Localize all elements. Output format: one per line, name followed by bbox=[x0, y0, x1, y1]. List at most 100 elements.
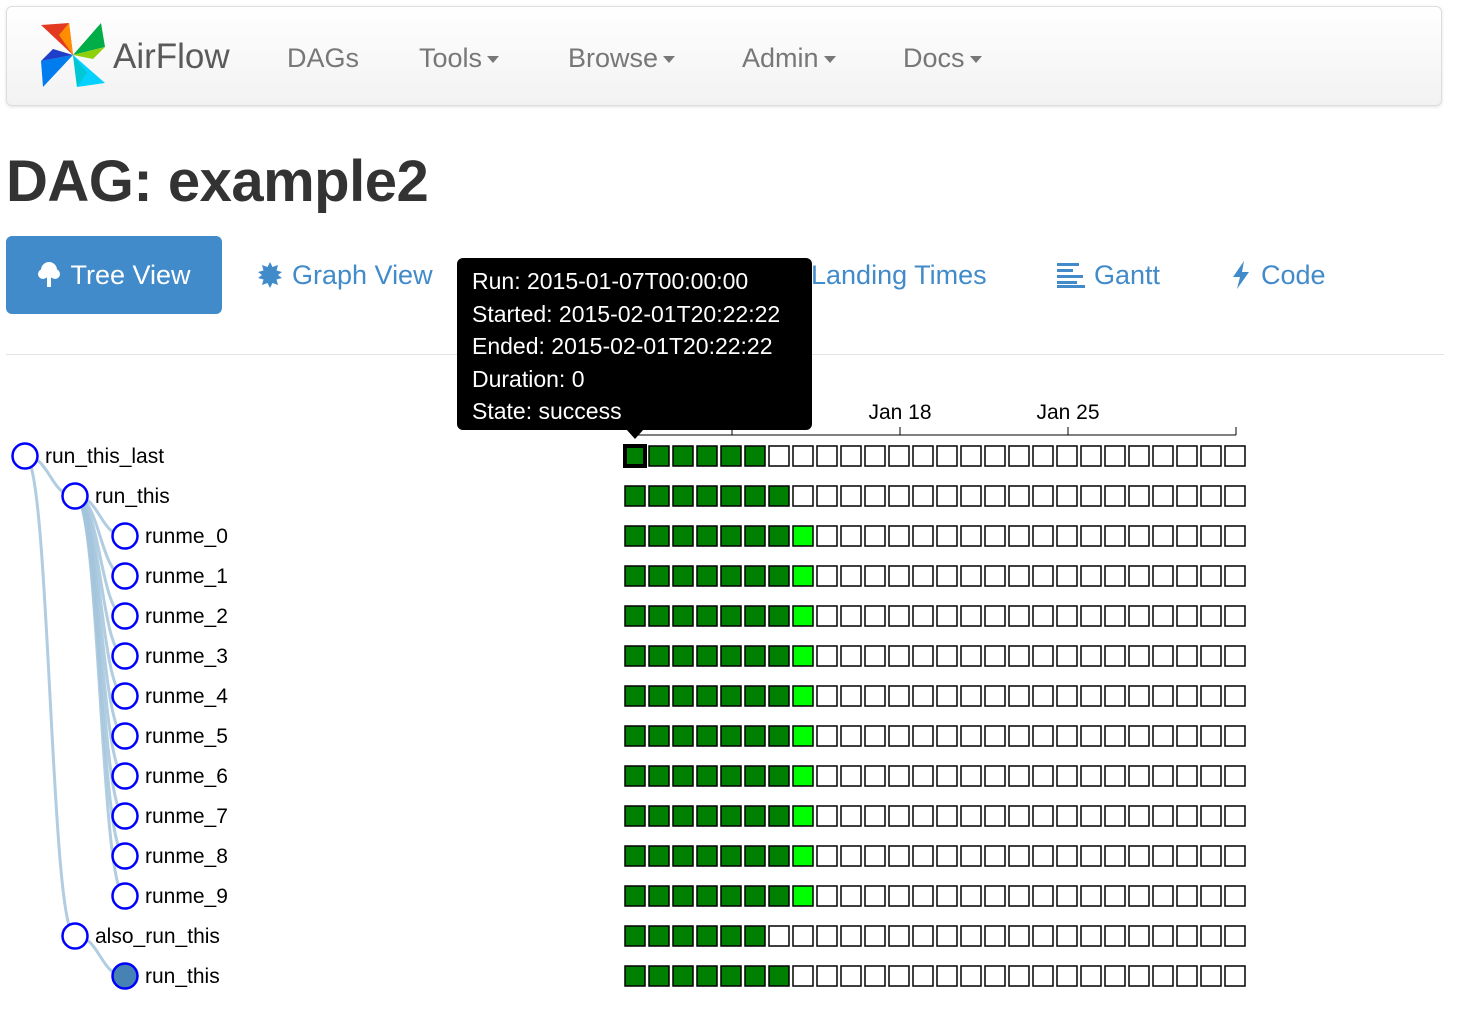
task-instance-square-empty[interactable] bbox=[1176, 445, 1198, 467]
task-instance-square-empty[interactable] bbox=[1200, 565, 1222, 587]
task-instance-square-empty[interactable] bbox=[840, 445, 862, 467]
task-instance-square-success[interactable] bbox=[744, 845, 766, 867]
task-instance-square-empty[interactable] bbox=[984, 445, 1006, 467]
task-instance-square-success[interactable] bbox=[672, 925, 694, 947]
task-instance-square-empty[interactable] bbox=[816, 525, 838, 547]
task-instance-square-empty[interactable] bbox=[1008, 965, 1030, 987]
task-instance-square-empty[interactable] bbox=[960, 845, 982, 867]
task-instance-square-empty[interactable] bbox=[1104, 845, 1126, 867]
task-instance-square-empty[interactable] bbox=[1056, 885, 1078, 907]
task-instance-square-success[interactable] bbox=[768, 805, 790, 827]
task-instance-square-empty[interactable] bbox=[768, 925, 790, 947]
task-instance-square-empty[interactable] bbox=[1080, 725, 1102, 747]
task-instance-square-success[interactable] bbox=[720, 525, 742, 547]
task-instance-square-empty[interactable] bbox=[792, 925, 814, 947]
task-instance-square-empty[interactable] bbox=[984, 725, 1006, 747]
task-instance-square-empty[interactable] bbox=[1176, 725, 1198, 747]
task-instance-square-empty[interactable] bbox=[1200, 805, 1222, 827]
task-instance-square-empty[interactable] bbox=[1152, 925, 1174, 947]
task-instance-square-empty[interactable] bbox=[1032, 765, 1054, 787]
task-instance-square-running[interactable] bbox=[792, 725, 814, 747]
task-instance-square-empty[interactable] bbox=[1152, 845, 1174, 867]
task-instance-square-empty[interactable] bbox=[888, 605, 910, 627]
task-instance-square-empty[interactable] bbox=[1128, 925, 1150, 947]
task-instance-square-empty[interactable] bbox=[1056, 565, 1078, 587]
task-instance-square-success[interactable] bbox=[768, 525, 790, 547]
task-instance-square-empty[interactable] bbox=[1152, 485, 1174, 507]
task-instance-square-empty[interactable] bbox=[840, 805, 862, 827]
task-instance-square-success[interactable] bbox=[720, 605, 742, 627]
task-instance-square-empty[interactable] bbox=[912, 845, 934, 867]
task-instance-square-empty[interactable] bbox=[1128, 445, 1150, 467]
task-node[interactable] bbox=[111, 762, 139, 790]
task-instance-square-success[interactable] bbox=[624, 485, 646, 507]
task-instance-square-empty[interactable] bbox=[888, 925, 910, 947]
task-instance-square-empty[interactable] bbox=[1104, 725, 1126, 747]
task-instance-square-empty[interactable] bbox=[1152, 685, 1174, 707]
task-instance-square-empty[interactable] bbox=[936, 845, 958, 867]
task-instance-square-empty[interactable] bbox=[936, 645, 958, 667]
task-instance-square-empty[interactable] bbox=[1032, 525, 1054, 547]
task-instance-square-empty[interactable] bbox=[1056, 845, 1078, 867]
task-instance-square-empty[interactable] bbox=[1224, 565, 1246, 587]
task-instance-square-empty[interactable] bbox=[1080, 965, 1102, 987]
task-instance-square-empty[interactable] bbox=[984, 885, 1006, 907]
task-node[interactable] bbox=[111, 882, 139, 910]
task-instance-square-empty[interactable] bbox=[1032, 885, 1054, 907]
task-instance-square-success[interactable] bbox=[648, 925, 670, 947]
task-instance-square-running[interactable] bbox=[792, 645, 814, 667]
task-node[interactable] bbox=[111, 962, 139, 990]
task-instance-square-empty[interactable] bbox=[840, 965, 862, 987]
task-instance-square-empty[interactable] bbox=[1176, 605, 1198, 627]
task-instance-square-empty[interactable] bbox=[960, 685, 982, 707]
task-label[interactable]: run_this_last bbox=[45, 445, 164, 468]
task-instance-square-success[interactable] bbox=[744, 605, 766, 627]
task-instance-square-empty[interactable] bbox=[1224, 445, 1246, 467]
task-instance-square-empty[interactable] bbox=[1032, 605, 1054, 627]
task-instance-square-success[interactable] bbox=[672, 605, 694, 627]
task-instance-square-success[interactable] bbox=[648, 605, 670, 627]
task-instance-square-empty[interactable] bbox=[984, 965, 1006, 987]
task-instance-square-empty[interactable] bbox=[1080, 765, 1102, 787]
task-instance-square-empty[interactable] bbox=[912, 565, 934, 587]
task-instance-square-empty[interactable] bbox=[864, 485, 886, 507]
task-instance-square-success[interactable] bbox=[744, 485, 766, 507]
task-instance-square-empty[interactable] bbox=[840, 605, 862, 627]
task-instance-square-success[interactable] bbox=[696, 645, 718, 667]
task-instance-square-empty[interactable] bbox=[1176, 925, 1198, 947]
task-instance-square-empty[interactable] bbox=[912, 805, 934, 827]
task-instance-square-empty[interactable] bbox=[960, 925, 982, 947]
nav-admin[interactable]: Admin bbox=[742, 43, 836, 74]
task-instance-square-empty[interactable] bbox=[1032, 445, 1054, 467]
task-instance-square-success[interactable] bbox=[768, 765, 790, 787]
task-instance-square-empty[interactable] bbox=[888, 565, 910, 587]
task-instance-square-success[interactable] bbox=[648, 805, 670, 827]
task-label[interactable]: runme_0 bbox=[145, 525, 228, 548]
task-instance-square-empty[interactable] bbox=[1224, 525, 1246, 547]
task-instance-square-success[interactable] bbox=[624, 685, 646, 707]
task-instance-square-empty[interactable] bbox=[936, 445, 958, 467]
task-instance-square-empty[interactable] bbox=[888, 765, 910, 787]
task-instance-square-empty[interactable] bbox=[936, 525, 958, 547]
task-instance-square-success[interactable] bbox=[623, 444, 647, 468]
task-instance-square-success[interactable] bbox=[696, 765, 718, 787]
task-instance-square-empty[interactable] bbox=[1008, 485, 1030, 507]
task-instance-square-empty[interactable] bbox=[1056, 605, 1078, 627]
task-instance-square-success[interactable] bbox=[672, 965, 694, 987]
task-instance-square-empty[interactable] bbox=[1200, 965, 1222, 987]
task-instance-square-empty[interactable] bbox=[960, 725, 982, 747]
task-instance-square-success[interactable] bbox=[744, 885, 766, 907]
task-instance-square-success[interactable] bbox=[672, 885, 694, 907]
task-instance-square-empty[interactable] bbox=[1152, 525, 1174, 547]
task-instance-square-success[interactable] bbox=[648, 965, 670, 987]
task-instance-square-empty[interactable] bbox=[840, 765, 862, 787]
task-instance-square-success[interactable] bbox=[720, 805, 742, 827]
task-instance-square-empty[interactable] bbox=[840, 565, 862, 587]
task-label[interactable]: runme_6 bbox=[145, 765, 228, 788]
task-instance-square-success[interactable] bbox=[696, 845, 718, 867]
task-instance-square-empty[interactable] bbox=[1080, 925, 1102, 947]
task-instance-square-success[interactable] bbox=[672, 845, 694, 867]
task-label[interactable]: runme_5 bbox=[145, 725, 228, 748]
task-instance-square-empty[interactable] bbox=[960, 965, 982, 987]
task-instance-square-success[interactable] bbox=[696, 685, 718, 707]
